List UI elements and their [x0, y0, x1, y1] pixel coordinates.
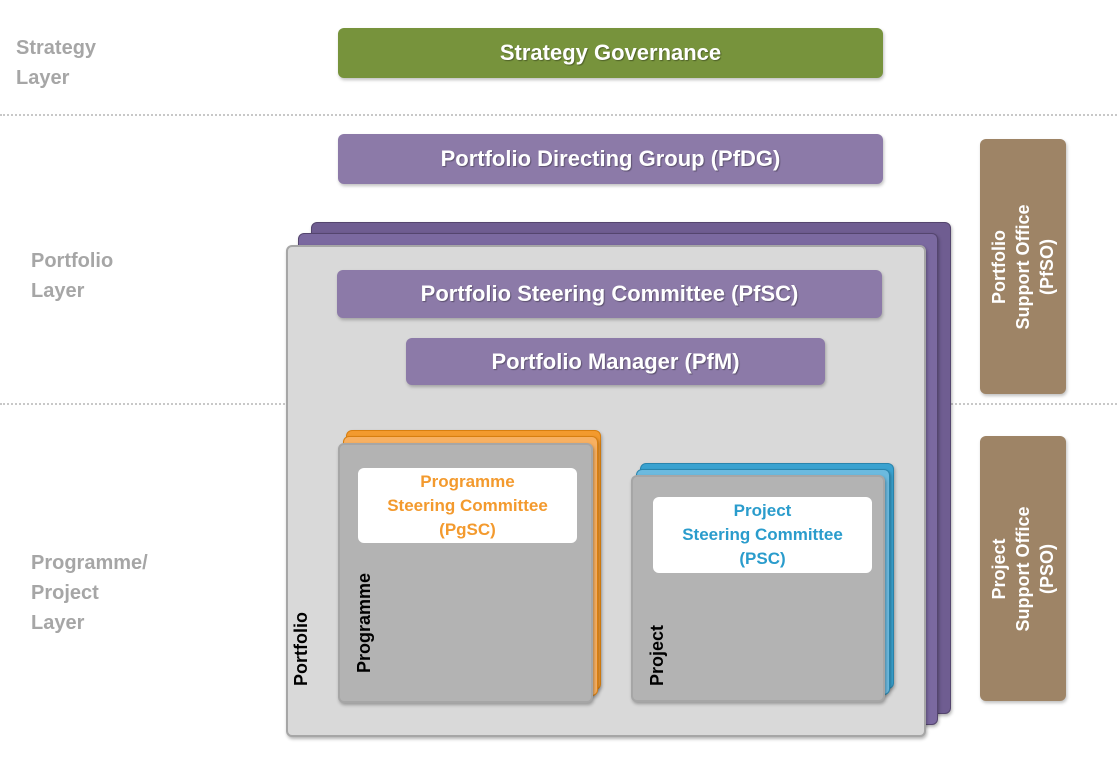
pgsc-card: Programme Steering Committee (PgSC) — [358, 468, 577, 543]
pfsc-bar: Portfolio Steering Committee (PfSC) — [337, 270, 882, 318]
strategy-portfolio-divider — [0, 114, 1117, 116]
pfm-label: Portfolio Manager (PfM) — [491, 348, 740, 374]
pgsc-line1: Programme — [420, 471, 515, 491]
pso-line3: (PSO) — [1037, 543, 1057, 594]
programme-project-layer-label-line2: Project — [31, 582, 99, 604]
strategy-layer-label: Strategy Layer — [16, 33, 96, 93]
programme-project-layer-label-line1: Programme/ — [31, 552, 148, 574]
strategy-governance-bar: Strategy Governance — [338, 28, 883, 78]
psc-line3: (PSC) — [739, 549, 786, 568]
pfso-line1: Portfolio — [989, 229, 1009, 304]
pfso-box: Portfolio Support Office (PfSO) — [980, 139, 1066, 394]
portfolio-layer-label-line1: Portfolio — [31, 250, 114, 272]
pso-line1: Project — [989, 537, 1009, 600]
strategy-layer-label-line1: Strategy — [16, 37, 97, 59]
pso-line2: Support Office — [1013, 506, 1033, 631]
psc-line2: Steering Committee — [682, 525, 843, 544]
psc-card: Project Steering Committee (PSC) — [653, 497, 872, 573]
pfso-text: Portfolio Support Office (PfSO) — [987, 204, 1059, 329]
project-container-label: Project — [647, 624, 667, 686]
pfdg-label: Portfolio Directing Group (PfDG) — [440, 146, 781, 171]
pfso-line2: Support Office — [1013, 204, 1033, 329]
portfolio-layer-label: Portfolio Layer — [31, 246, 113, 306]
programme-project-layer-label-line3: Layer — [31, 612, 85, 634]
strategy-governance-label: Strategy Governance — [499, 40, 722, 65]
pfso-line3: (PfSO) — [1037, 238, 1057, 295]
portfolio-layer-label-line2: Layer — [31, 280, 85, 302]
pfm-bar: Portfolio Manager (PfM) — [406, 338, 825, 385]
programme-project-layer-label: Programme/ Project Layer — [31, 548, 148, 638]
pso-box: Project Support Office (PSO) — [980, 436, 1066, 701]
pgsc-line3: (PgSC) — [439, 519, 496, 539]
pso-text: Project Support Office (PSO) — [987, 506, 1059, 631]
psc-line1: Project — [733, 501, 792, 520]
pgsc-line2: Steering Committee — [387, 495, 548, 515]
programme-container-label: Programme — [354, 572, 374, 673]
pfdg-bar: Portfolio Directing Group (PfDG) — [338, 134, 883, 184]
portfolio-container-label: Portfolio — [291, 612, 311, 686]
pfsc-label: Portfolio Steering Committee (PfSC) — [420, 281, 799, 306]
strategy-layer-label-line2: Layer — [16, 67, 70, 89]
